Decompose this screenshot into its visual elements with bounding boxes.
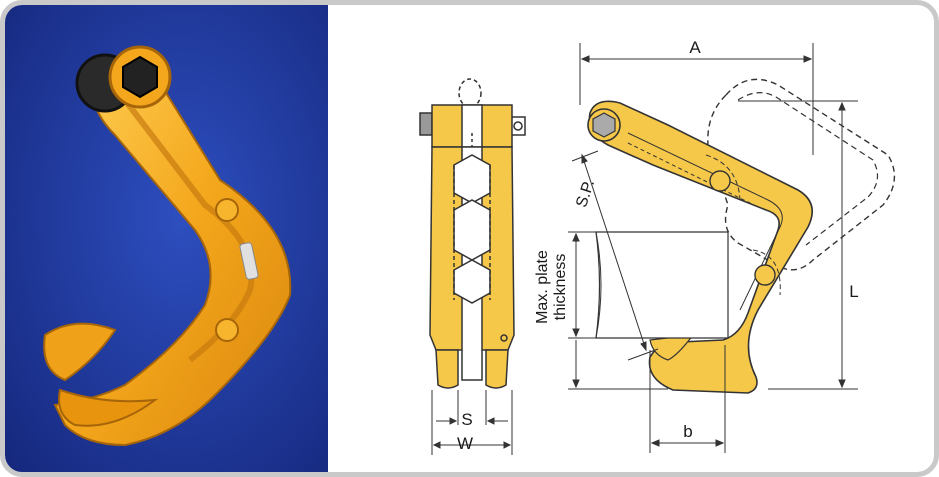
dim-l [738, 100, 858, 390]
dim-label-s: S [461, 410, 472, 429]
plate-clamp-photo [5, 5, 328, 472]
dim-label-a: A [689, 38, 701, 57]
technical-drawing: S W [328, 5, 934, 472]
dim-label-sp: S.P. [573, 178, 598, 210]
front-dimensions [431, 390, 513, 455]
dim-plate [568, 231, 668, 390]
clamp-side-body [588, 100, 814, 394]
product-photo [5, 5, 328, 472]
dim-label-b: b [683, 422, 692, 441]
plate [595, 231, 729, 339]
dim-a [579, 43, 814, 155]
dim-label-max-plate-1: Max. plate [534, 250, 551, 324]
clamp-body [53, 56, 292, 447]
dimension-diagram: S W [419, 38, 896, 455]
dim-label-max-plate-2: thickness [552, 254, 569, 321]
dim-b [649, 345, 726, 453]
dim-label-w: W [457, 434, 473, 453]
hex-nut-icon [122, 55, 158, 99]
dim-label-l: L [849, 282, 858, 301]
clamp-jaw [43, 322, 117, 382]
dim-sp [571, 150, 659, 361]
hex-pivot-icon [592, 112, 616, 138]
front-view [419, 78, 526, 389]
